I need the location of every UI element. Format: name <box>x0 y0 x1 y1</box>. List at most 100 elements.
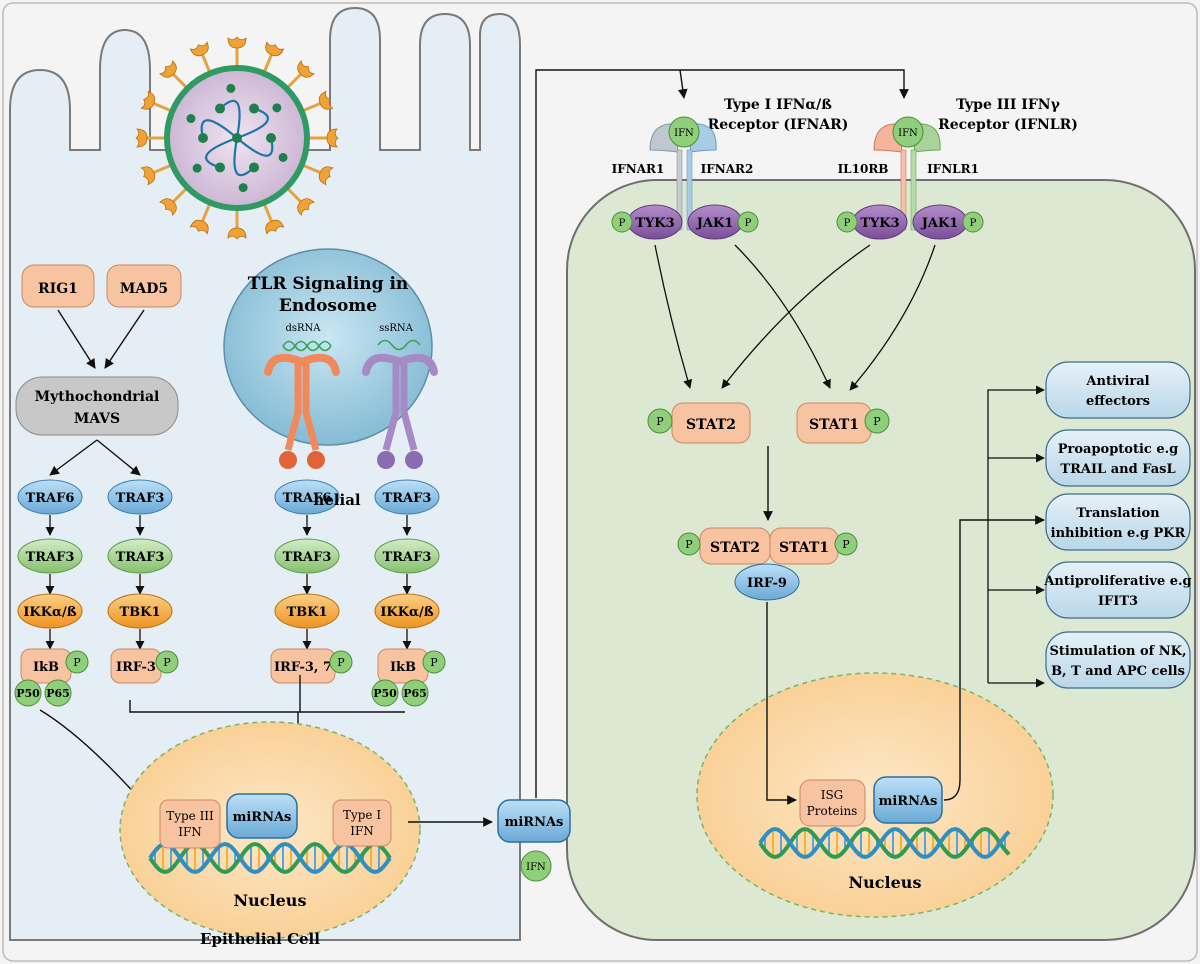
effector-2-line1: Proapoptotic e.g <box>1058 442 1179 457</box>
il10rb-label: IL10RB <box>838 162 889 176</box>
tlr3-receptor-icon <box>264 353 340 469</box>
traf3-node: TRAF3 <box>274 538 340 574</box>
type1-ifn-line2: IFN <box>350 824 374 838</box>
mavs-label-line2: MAVS <box>74 411 120 427</box>
effector-2-line2: TRAIL and FasL <box>1060 462 1175 477</box>
phospho-label: P <box>844 218 851 229</box>
type1-ifn-line1: Type I <box>343 808 381 822</box>
p50-label: P50 <box>16 687 40 700</box>
irf3-label: IRF-3 <box>116 660 156 675</box>
traf3-label: TRAF3 <box>26 550 75 565</box>
tbk1-node: TBK1 <box>274 593 340 629</box>
traf3-node: TRAF3 <box>107 538 173 574</box>
phospho-label: P <box>163 656 171 669</box>
effector-1-line1: Antiviral <box>1085 374 1149 389</box>
tyk3-label: TYK3 <box>635 216 674 231</box>
stat2-p-label: P <box>656 415 664 428</box>
spike-protein-icon <box>265 219 285 235</box>
p65-label: P65 <box>403 687 427 700</box>
type3-ifn-box: Type III IFN <box>159 799 221 849</box>
complex-stat2-label: STAT2 <box>710 540 760 556</box>
tlr-title-line1: TLR Signaling in <box>248 274 409 294</box>
spike-protein-icon <box>265 41 285 57</box>
isg-line1: ISG <box>821 788 844 802</box>
viral-rna-icon <box>186 83 288 193</box>
tyk3-label: TYK3 <box>860 216 899 231</box>
spike-protein-icon <box>159 198 177 216</box>
phospho-label: P <box>337 656 345 669</box>
stat2-label: STAT2 <box>686 417 736 433</box>
epithelial-cell-membrane <box>9 6 521 941</box>
traf6-node: TRAF6 <box>274 479 340 515</box>
effector-4-line2: IFIT3 <box>1098 594 1138 609</box>
traf3-label: TRAF3 <box>383 550 432 565</box>
spike-protein-icon <box>135 128 148 148</box>
mavs-node: Mythochondrial MAVS <box>15 376 179 436</box>
tbk1-node: TBK1 <box>107 593 173 629</box>
ikk-node: IKKα/ß <box>374 593 440 629</box>
right-nucleus: Nucleus ISG Proteins miRNAs <box>696 672 1054 918</box>
tbk1-label: TBK1 <box>286 605 327 620</box>
secreted-mirnas: miRNAs <box>497 799 571 843</box>
phospho-label: P <box>970 218 977 229</box>
isgf3-complex: STAT2 STAT1 P P IRF-9 <box>677 527 858 601</box>
ifnlr1-label: IFNLR1 <box>927 162 979 176</box>
spike-protein-icon <box>159 60 177 78</box>
ikb-label: IkB <box>33 660 59 675</box>
isg-proteins-box: ISG Proteins <box>799 779 866 827</box>
mad5-node: MAD5 <box>106 264 182 308</box>
dna-helix-icon <box>758 826 1011 860</box>
ssrna-label: ssRNA <box>379 323 414 334</box>
ifnlr-ifn-label: IFN <box>898 128 918 139</box>
ifnlr-jak1-node: JAK1 P <box>912 204 984 240</box>
type3-ifn-line2: IFN <box>178 825 202 839</box>
traf6-node: TRAF6 <box>17 479 83 515</box>
ifnar-receptor: IFN <box>649 116 717 231</box>
tbk1-label: TBK1 <box>119 605 160 620</box>
effector-1-line2: effectors <box>1086 394 1150 409</box>
rig1-node: RIG1 <box>21 264 95 308</box>
right-mirnas-box: miRNAs <box>873 776 943 824</box>
complex-stat1-label: STAT1 <box>779 540 829 556</box>
spike-protein-icon <box>297 60 315 78</box>
secreted-mirnas-label: miRNAs <box>505 815 564 830</box>
ikk-label: IKKα/ß <box>380 605 433 620</box>
left-nucleus-label: Nucleus <box>234 891 307 910</box>
p65-label: P65 <box>46 687 70 700</box>
effector-box-1: Antiviral effectors <box>1045 361 1191 419</box>
traf3-node: TRAF3 <box>374 538 440 574</box>
mavs-label-line1: Mythochondrial <box>35 389 160 405</box>
jak1-label: JAK1 <box>921 216 959 231</box>
stat1-label: STAT1 <box>809 417 859 433</box>
right-nucleus-label: Nucleus <box>849 873 922 892</box>
spike-protein-icon <box>326 128 339 148</box>
phospho-label: P <box>73 656 81 669</box>
effector-3-line2: inhibition e.g PKR <box>1051 526 1186 541</box>
tlr7-receptor-icon <box>362 353 438 469</box>
irf9-label: IRF-9 <box>747 576 787 591</box>
mad5-label: MAD5 <box>120 281 168 297</box>
isg-line2: Proteins <box>807 804 858 818</box>
left-nucleus: Nucleus Type III IFN miRNAs Type I IFN <box>119 721 421 939</box>
spike-protein-icon <box>189 219 209 235</box>
stat2-node: STAT2 P <box>647 402 751 444</box>
phospho-label: P <box>430 656 438 669</box>
ifnar2-label: IFNAR2 <box>701 162 754 176</box>
spike-protein-icon <box>318 90 334 110</box>
ikk-node: IKKα/ß <box>17 593 83 629</box>
ifnlr-tyk3-node: TYK3 P <box>836 204 908 240</box>
spike-protein-icon <box>297 198 315 216</box>
effector-5-line2: B, T and APC cells <box>1051 664 1185 679</box>
traf3-label: TRAF3 <box>283 550 332 565</box>
effector-box-5: Stimulation of NK, B, T and APC cells <box>1045 631 1191 689</box>
effector-5-line1: Stimulation of NK, <box>1050 644 1187 659</box>
